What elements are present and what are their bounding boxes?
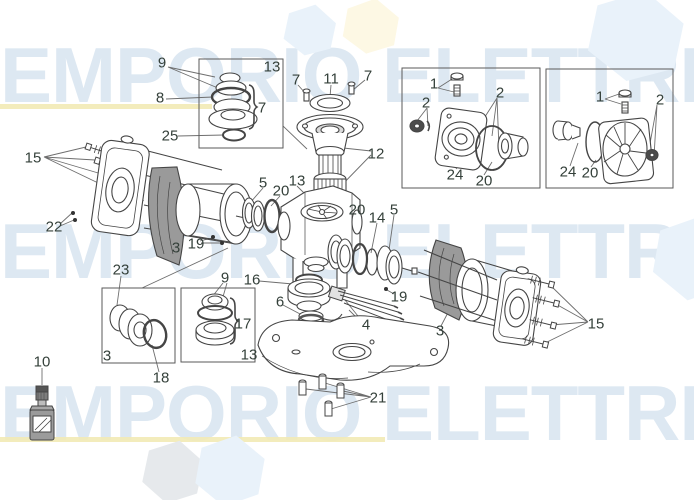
part-label: 3 [102, 347, 112, 365]
inset-frames [101, 58, 674, 364]
part-label: 8 [155, 89, 165, 107]
part-label: 4 [361, 316, 371, 334]
screw-19-dot [384, 287, 388, 291]
part-label: 20 [272, 182, 290, 200]
part-label: 20 [348, 201, 366, 219]
part-label: 17 [234, 315, 252, 333]
right-pump-head [492, 266, 542, 346]
screw-22-dot [73, 218, 77, 222]
yellow-accent-line-bottom [0, 437, 385, 442]
bracket-bolts-21 [298, 373, 345, 417]
part-label: 1 [429, 75, 439, 93]
part-label: 7 [291, 71, 301, 89]
yellow-accent-line-top [0, 104, 212, 109]
part-label: 5 [258, 174, 268, 192]
hexagon-decor [584, 0, 688, 86]
part-label: 22 [45, 218, 63, 236]
hexagon-decor [650, 212, 694, 304]
hexagon-decor [340, 0, 402, 56]
part-label: 2 [421, 94, 431, 112]
part-label: 13 [288, 172, 306, 190]
diaphragm-stack-inset [208, 72, 259, 142]
part-label: 19 [390, 288, 408, 306]
part-label: 10 [33, 353, 51, 371]
part-label: 9 [157, 54, 167, 72]
screw-22-dot [71, 211, 75, 215]
part-label: 19 [187, 235, 205, 253]
part-label: 2 [495, 84, 505, 102]
flange-bolt-right [347, 81, 356, 95]
grease-bottle-10 [29, 385, 55, 441]
part-label: 7 [363, 67, 373, 85]
part-label: 15 [587, 315, 605, 333]
inset-pump-head-left [409, 72, 529, 171]
o-ring-18 [142, 318, 168, 350]
mounting-bracket [257, 315, 450, 381]
right-seal-stack [327, 234, 418, 291]
o-ring-14 [365, 248, 379, 276]
part-label: 2 [655, 91, 665, 109]
screw-19-dot [211, 235, 215, 239]
part-label: 25 [161, 127, 179, 145]
part-label: 21 [369, 389, 387, 407]
part-label: 16 [243, 271, 261, 289]
part-label: 1 [595, 88, 605, 106]
inset-rubber-kit [195, 293, 240, 346]
part-label: 3 [171, 239, 181, 257]
left-seal-discs [241, 197, 281, 234]
hexagon-decor [282, 2, 338, 58]
part-label: 3 [435, 322, 445, 340]
part-label: 5 [389, 201, 399, 219]
inset-pump-head-right [552, 89, 659, 185]
part-label: 20 [581, 164, 599, 182]
part-label: 20 [475, 172, 493, 190]
part-label: 11 [323, 70, 339, 88]
inset-mech-seal [109, 304, 168, 350]
part-label: 14 [368, 209, 386, 227]
part-label: 18 [152, 369, 170, 387]
part-label: 12 [367, 145, 385, 163]
part-label: 23 [112, 261, 130, 279]
part-label: 15 [24, 149, 42, 167]
part-label: 6 [275, 293, 285, 311]
part-label: 9 [220, 269, 230, 287]
part-label: 7 [257, 99, 267, 117]
left-motor [71, 166, 253, 266]
part-label: 24 [446, 166, 464, 184]
right-bolt-set [521, 275, 561, 349]
hexagon-decor [140, 438, 206, 500]
part-label: 24 [559, 163, 577, 181]
bearing-ring-11 [309, 93, 351, 113]
contact-springs-4 [321, 285, 405, 326]
brace-7 [248, 84, 259, 130]
screw-19-dot [220, 241, 224, 245]
flange-bolt-left [302, 88, 311, 102]
hexagon-decor [192, 432, 268, 500]
bellows-16 [287, 273, 331, 312]
part-label: 13 [240, 346, 258, 364]
shaft-flange [296, 113, 364, 159]
part-label: 13 [263, 58, 281, 76]
brace-17 [229, 297, 240, 345]
